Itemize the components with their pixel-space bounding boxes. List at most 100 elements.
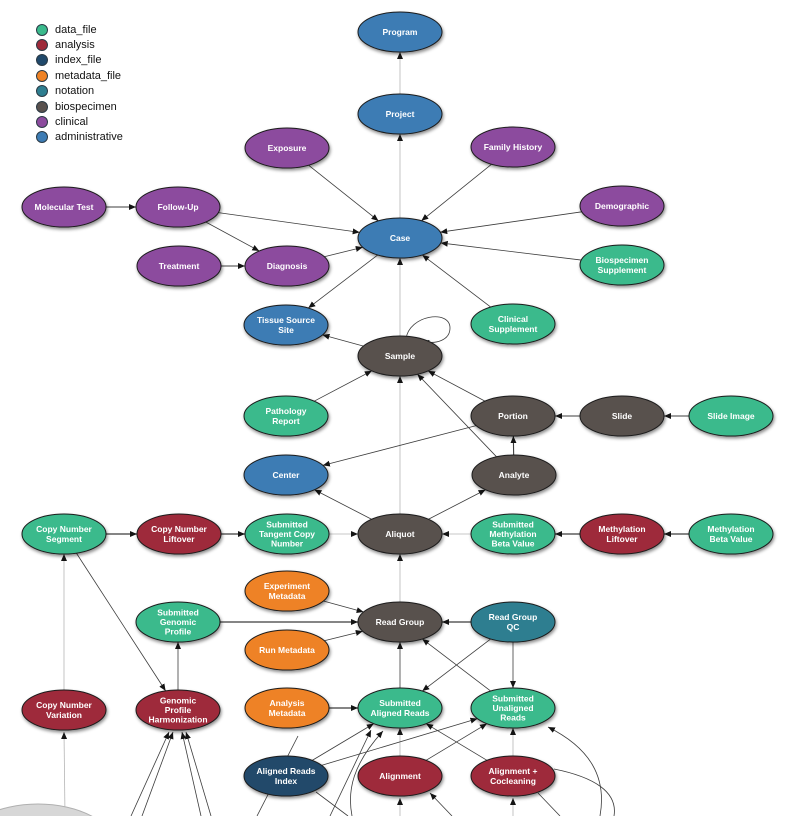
node-case[interactable]: Case [357, 217, 443, 259]
node-label: Project [386, 109, 415, 119]
node-label: Case [390, 233, 411, 243]
node-slide[interactable]: Slide [579, 395, 665, 437]
edge-curve-64 [547, 726, 602, 816]
node-program[interactable]: Program [357, 11, 443, 53]
legend-label: index_file [55, 54, 102, 67]
node-ellipse [135, 689, 221, 731]
node-label: Family History [484, 142, 543, 152]
node-label: Program [383, 27, 418, 37]
node-alignment[interactable]: Alignment [357, 755, 443, 797]
node-sample[interactable]: Sample [357, 335, 443, 377]
node-label: Run Metadata [259, 645, 315, 655]
node-slide_image[interactable]: Slide Image [688, 395, 774, 437]
node-diagnosis[interactable]: Diagnosis [244, 245, 330, 287]
node-family_history[interactable]: Family History [470, 126, 556, 168]
edge-sample-tissue_source_site [322, 333, 364, 347]
node-project[interactable]: Project [357, 93, 443, 135]
node-label: Alignment +Cocleaning [489, 766, 538, 786]
edge-diagnosis-case [324, 246, 363, 258]
edge-portion-sample [427, 370, 486, 402]
node-ellipse [357, 217, 443, 259]
node-molecular_test[interactable]: Molecular Test [21, 186, 107, 228]
edge-pathology_report-sample [313, 370, 373, 402]
node-demographic[interactable]: Demographic [579, 185, 665, 227]
node-label: Aliquot [385, 529, 414, 539]
edge-run_metadata-read_group [324, 630, 363, 642]
node-ellipse [470, 687, 556, 729]
node-ellipse [688, 395, 774, 437]
edge-offscreen-58 [329, 729, 372, 816]
legend-swatch-biospecimen [36, 100, 48, 113]
node-ellipse [136, 513, 222, 555]
node-label: Portion [498, 411, 528, 421]
node-label: Exposure [268, 143, 307, 153]
legend-swatch-notation [36, 85, 48, 98]
node-ellipse [244, 127, 330, 169]
edge-offscreen-61 [429, 792, 453, 816]
node-center[interactable]: Center [243, 454, 329, 496]
legend-swatch-analysis [36, 39, 48, 52]
edge-follow_up-diagnosis [205, 221, 260, 252]
node-analyte[interactable]: Analyte [471, 454, 557, 496]
edge-offscreen-55 [185, 731, 212, 816]
node-run_metadata[interactable]: Run Metadata [244, 629, 330, 671]
node-aliquot[interactable]: Aliquot [357, 513, 443, 555]
node-ellipse [21, 689, 107, 731]
node-ellipse [579, 395, 665, 437]
legend-label: biospecimen [55, 100, 117, 113]
node-exposure[interactable]: Exposure [244, 127, 330, 169]
node-ellipse [357, 687, 443, 729]
legend-label: analysis [55, 39, 95, 52]
edge-aligned_reads_index-submitted_aligned_reads [311, 723, 375, 761]
node-follow_up[interactable]: Follow-Up [135, 186, 221, 228]
edge-alignment-submitted_unaligned_reads [425, 723, 488, 761]
edge-curve-65 [553, 768, 615, 816]
node-read_group[interactable]: Read Group [357, 601, 443, 643]
node-portion[interactable]: Portion [470, 395, 556, 437]
node-ellipse [470, 513, 556, 555]
node-label: Alignment [379, 771, 421, 781]
edge-offscreen-57 [315, 791, 349, 816]
edges-layer [61, 52, 689, 816]
node-label: Center [273, 470, 301, 480]
edge-read_group_qc-submitted_aligned_reads [422, 638, 491, 692]
legend-swatch-administrative [36, 131, 48, 144]
edge-copy_number_segment-genomic_profile_harmonization [76, 552, 166, 692]
node-label: Read Group [376, 617, 425, 627]
node-ellipse [243, 755, 329, 797]
offscreen-node-partial [0, 803, 93, 816]
node-alignment_cocleaning[interactable]: Alignment +Cocleaning [470, 755, 556, 797]
legend-label: metadata_file [55, 69, 122, 82]
legend-label: notation [55, 85, 95, 98]
node-treatment[interactable]: Treatment [136, 245, 222, 287]
legend-item-analysis: analysis [36, 37, 123, 52]
edge-exposure-case [308, 164, 379, 222]
